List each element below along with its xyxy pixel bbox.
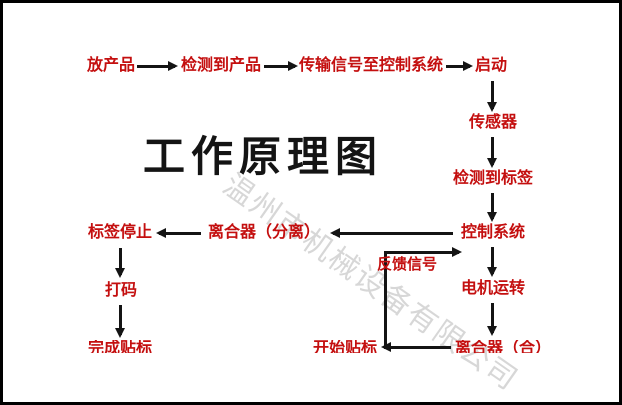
- node-finish-labeling: 完成贴标: [88, 340, 153, 353]
- arrow-start-to-sensor: [487, 81, 497, 112]
- arrow-place-to-detect: [137, 61, 178, 71]
- arrow-label-stop-to-print: [115, 248, 125, 278]
- node-clutch-engage-wrap: 离合器（合）: [455, 340, 551, 353]
- node-transmit-signal: 传输信号至控制系统: [299, 57, 444, 74]
- feedback-arrow-to-control: [384, 247, 462, 257]
- node-clutch-engage: 离合器（合）: [455, 340, 552, 353]
- node-place-product: 放产品: [87, 57, 136, 74]
- arrow-motor-to-clutch-engage: [487, 303, 497, 336]
- arrow-clutch-disengage-to-label-stop: [156, 228, 201, 238]
- node-clutch-disengage: 离合器（分离）: [208, 224, 321, 241]
- node-detect-product: 检测到产品: [181, 57, 262, 74]
- arrow-control-to-clutch-disengage: [330, 228, 453, 238]
- arrow-clutch-engage-to-start-labeling: [381, 342, 451, 352]
- node-start: 启动: [475, 57, 508, 74]
- node-finish-labeling-wrap: 完成贴标: [88, 340, 152, 353]
- arrow-sensor-to-detect-label: [487, 137, 497, 168]
- node-motor-run: 电机运转: [461, 280, 526, 297]
- arrow-detect-label-to-control: [487, 193, 497, 222]
- arrow-control-to-motor: [487, 247, 497, 277]
- node-start-labeling: 开始贴标: [313, 340, 378, 353]
- node-feedback-signal: 反馈信号: [377, 256, 438, 273]
- node-sensor: 传感器: [469, 114, 518, 131]
- arrow-detect-to-transmit: [264, 61, 298, 71]
- node-control-system: 控制系统: [461, 224, 526, 241]
- arrow-transmit-to-start: [446, 61, 473, 71]
- node-label-stop: 标签停止: [88, 224, 153, 241]
- node-print-code: 打码: [105, 282, 138, 299]
- node-start-labeling-wrap: 开始贴标: [313, 340, 377, 353]
- arrow-print-to-finish: [115, 305, 125, 338]
- node-detect-label: 检测到标签: [453, 170, 534, 187]
- diagram-title: 工作原理图: [143, 132, 384, 181]
- feedback-line-vertical: [384, 251, 387, 348]
